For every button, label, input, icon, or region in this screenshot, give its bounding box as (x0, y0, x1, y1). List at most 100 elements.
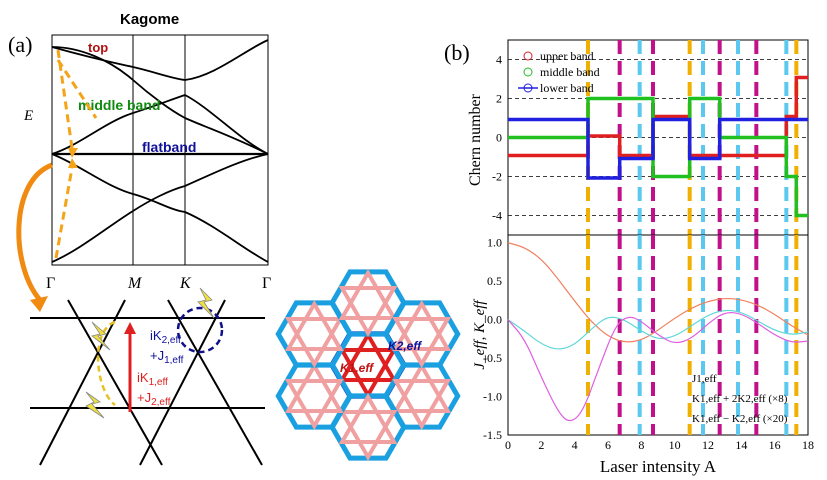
legend-lower-band: lower band (540, 81, 594, 95)
legend-j1: J1,eff (692, 373, 717, 385)
top-band-lower-curve (51, 46, 269, 155)
panel-b-label: (b) (444, 40, 470, 65)
eff-y-tick: -1.0 (483, 390, 502, 404)
eff-y-tick: 0.0 (487, 313, 502, 327)
k-tick-gamma-1: Γ (46, 275, 55, 292)
x-tick: 4 (572, 438, 578, 452)
lattice-star-triangle (338, 393, 398, 444)
top-band-upper-curve (51, 39, 269, 81)
lattice-star-triangle (284, 362, 344, 413)
lattice-star-triangle (338, 410, 398, 461)
lattice-line-diag-3 (39, 299, 126, 466)
chern-y-tick: -2 (492, 170, 502, 184)
k-tick-gamma-2: Γ (262, 275, 271, 292)
eff-y-tick: 1.0 (487, 236, 502, 250)
lattice-line-diag-2 (167, 299, 263, 466)
chern-series (508, 75, 808, 218)
x-tick: 6 (605, 438, 611, 452)
chern-number-chart: 4 2 0 -2 -4 (492, 39, 809, 236)
k1-label: iK1,eff (137, 370, 168, 388)
chern-legend: upper band middle band lower band (518, 49, 600, 95)
k2-dashed-loop (176, 306, 224, 354)
lattice-star-triangle (284, 379, 344, 430)
star-of-david-lattice (275, 269, 461, 461)
kagome-lattice (30, 299, 265, 466)
eff-y-tick: -0.5 (483, 351, 502, 365)
transition-arrows (54, 49, 98, 259)
eff-legend: J1,eff K1,eff + 2K2,eff (×8) K1,eff − K2… (692, 373, 788, 425)
chern-y-ticks: 4 2 0 -2 -4 (492, 53, 502, 223)
band-structure-plot (51, 34, 269, 266)
legend-lower-marker (523, 83, 533, 93)
kagome-title: Kagome (120, 11, 179, 28)
chern-y-tick: 0 (496, 131, 502, 145)
x-tick: 18 (802, 438, 814, 452)
legend-middle-marker (523, 67, 533, 77)
middle-band-label: middle band (78, 97, 160, 113)
k-tick-m: M (127, 275, 143, 292)
legend-upper-band: upper band (540, 49, 594, 63)
lattice-star-triangle (338, 269, 398, 320)
chern-y-label: Chern number (467, 93, 484, 186)
dashed-arrow-down (56, 49, 74, 149)
legend-ksum: K1,eff + 2K2,eff (×8) (692, 393, 788, 405)
x-tick: 2 (538, 438, 544, 452)
chern-series-line (508, 117, 808, 180)
arrow-head-down-icon (68, 148, 78, 158)
eff-vertical-markers (586, 235, 799, 435)
x-tick: 10 (669, 438, 681, 452)
curved-arrow-head-icon (30, 296, 48, 312)
j1-label: +J1,eff (150, 348, 184, 366)
k2-lattice-label: K2,eff (388, 339, 422, 353)
x-tick: 14 (735, 438, 747, 452)
k1-lattice-label: K1,eff (340, 361, 374, 375)
lattice-star-triangle (284, 300, 344, 351)
dashed-arrow-diagonal (56, 59, 98, 119)
x-tick: 0 (505, 438, 511, 452)
lattice-star-triangle (338, 348, 398, 399)
middle-band-curve (51, 94, 269, 155)
lightning-icon (197, 287, 215, 319)
j2-dashed-arc (96, 320, 116, 406)
band-plot-frame (51, 34, 269, 266)
lattice-star-triangle (284, 317, 344, 368)
lattice-line-diag-1 (67, 299, 163, 466)
k1-arrow-head-icon (124, 322, 136, 334)
chern-series-line (508, 96, 808, 218)
dashed-arrow-up (54, 167, 74, 259)
eff-series (507, 242, 809, 422)
top-band-label: top (88, 40, 108, 55)
lattice-star-triangle (392, 362, 452, 413)
j2-label: +J2,eff (137, 390, 171, 408)
k2-label-main: iK2,eff (150, 328, 181, 346)
lattice-star-triangle (392, 379, 452, 430)
lower-band-lower-curve (51, 153, 269, 263)
lattice-line-diag-4 (139, 299, 226, 466)
energy-axis-label: E (23, 108, 33, 124)
k-tick-k: K (179, 275, 192, 292)
x-tick: 16 (769, 438, 781, 452)
legend-upper-marker (523, 51, 533, 61)
lattice-star-triangle (392, 317, 452, 368)
chern-y-tick: -4 (492, 209, 502, 223)
lattice-star-triangle (338, 331, 398, 382)
chern-y-tick: 4 (496, 53, 502, 67)
eff-series-line (507, 312, 809, 422)
lower-band-upper-curve (51, 153, 269, 263)
legend-middle-band: middle band (540, 65, 600, 79)
eff-y-label: J_eff, K_eff (472, 299, 488, 370)
x-tick: 8 (638, 438, 644, 452)
lightning-icon (85, 391, 105, 419)
eff-y-tick: -1.5 (483, 428, 502, 442)
x-axis-label: Laser intensity A (600, 457, 717, 476)
legend-kdiff: K1,eff − K2,eff (×20) (692, 413, 788, 425)
lattice-hexagon (382, 300, 461, 368)
lightning-icon (91, 321, 111, 351)
flatband-label: flatband (142, 139, 196, 155)
chern-y-tick: 2 (496, 92, 502, 106)
curved-arrow (16, 162, 54, 302)
eff-y-tick: 0.5 (487, 274, 502, 288)
